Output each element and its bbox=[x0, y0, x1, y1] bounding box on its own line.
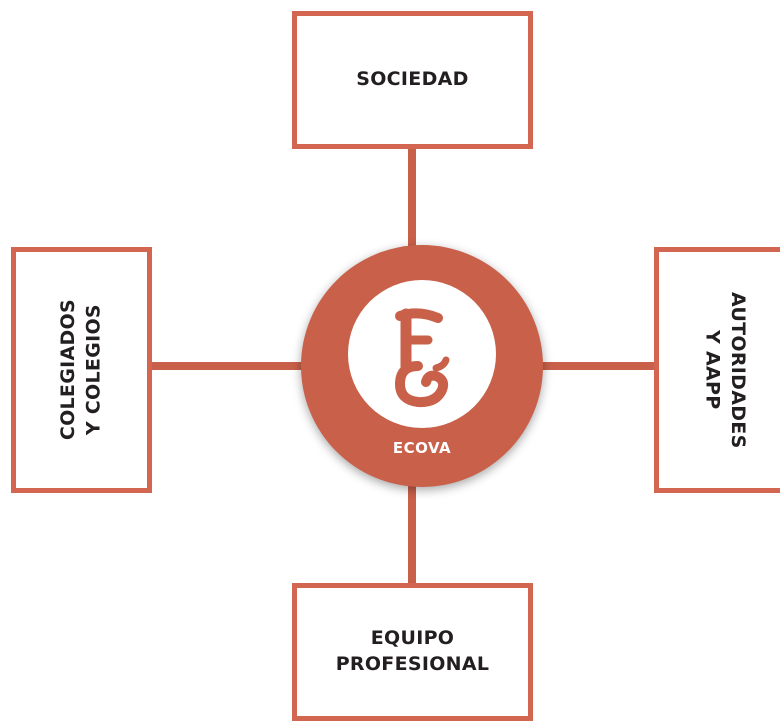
node-equipo-label: EQUIPO PROFESIONAL bbox=[336, 626, 490, 677]
node-equipo-line1: EQUIPO bbox=[370, 627, 455, 650]
connector-left bbox=[150, 362, 303, 370]
node-equipo-line2: PROFESIONAL bbox=[335, 653, 490, 675]
center-label: ECOVA bbox=[392, 439, 452, 457]
node-autoridades-line2: Y AAPP bbox=[701, 330, 724, 410]
node-colegiados-line2: Y COLEGIOS bbox=[82, 304, 105, 436]
node-autoridades-y-aapp: AUTORIDADES Y AAPP bbox=[654, 247, 780, 493]
ecova-logo-icon bbox=[395, 308, 450, 408]
center-hub: ECOVA bbox=[301, 245, 543, 487]
node-autoridades-label: AUTORIDADES Y AAPP bbox=[699, 292, 750, 449]
node-sociedad: SOCIEDAD bbox=[292, 11, 533, 149]
node-colegiados-y-colegios: COLEGIADOS Y COLEGIOS bbox=[11, 247, 152, 493]
connector-bottom bbox=[408, 485, 416, 585]
connector-top bbox=[408, 147, 416, 247]
node-colegiados-label: COLEGIADOS Y COLEGIOS bbox=[56, 299, 107, 440]
connector-right bbox=[541, 362, 656, 370]
node-equipo-profesional: EQUIPO PROFESIONAL bbox=[292, 583, 533, 721]
logo-circle bbox=[348, 280, 496, 428]
node-autoridades-line1: AUTORIDADES bbox=[727, 291, 750, 449]
node-colegiados-line1: COLEGIADOS bbox=[56, 299, 79, 441]
node-sociedad-label: SOCIEDAD bbox=[356, 68, 469, 91]
